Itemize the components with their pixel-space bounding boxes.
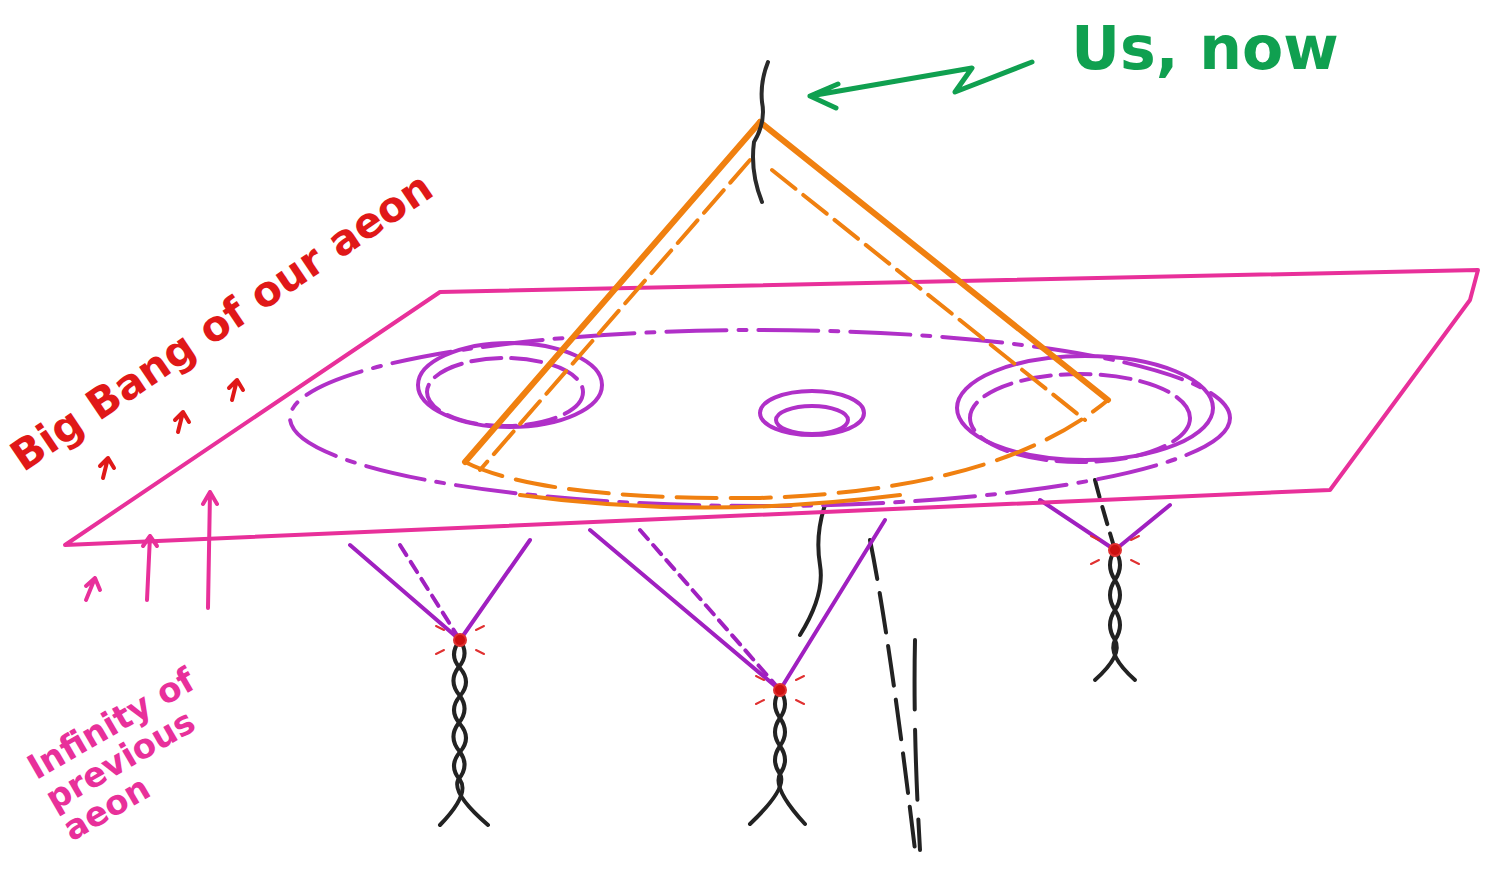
- event-dots: [436, 536, 1139, 704]
- now-label: Us, now: [1071, 17, 1338, 80]
- our-world-line: [753, 62, 768, 202]
- infinity-label: Infinity of previous aeon: [22, 656, 249, 849]
- pointer-arrow: [810, 62, 1032, 108]
- world-lines: [440, 480, 1135, 850]
- magenta-arrows: [86, 492, 217, 608]
- past-light-cone: [465, 122, 1108, 508]
- big-bang-label: Big Bang of our aeon: [3, 165, 440, 480]
- aeon-circles: [290, 330, 1230, 506]
